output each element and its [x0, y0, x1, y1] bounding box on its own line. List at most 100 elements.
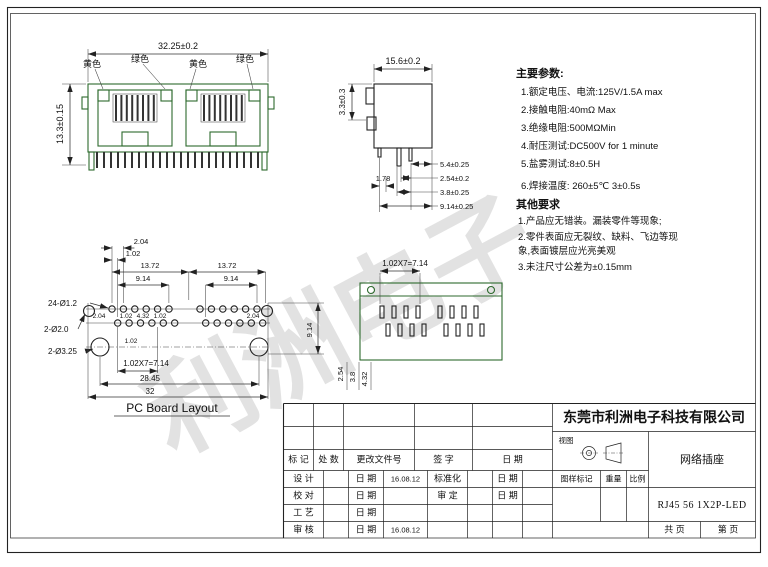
rev-header-doc: 更改文件号 — [356, 454, 401, 465]
pcb-top-dims: 2.04 1.02 13.72 13.72 9.14 9.14 — [101, 237, 266, 317]
label-approve: 审 定 — [437, 490, 458, 501]
dim-side-tab-text: 3.3±0.3 — [338, 88, 347, 115]
dim-54-text: 5.4±0.25 — [440, 160, 469, 169]
dim-102-text: 1.02 — [126, 249, 141, 258]
pin-holes — [108, 305, 267, 327]
contacts-port-1 — [112, 93, 158, 123]
projection-symbol-circle-icon — [580, 446, 598, 460]
other-2b: 象,表面镀层应光亮美观 — [518, 245, 616, 257]
dim-914-text: 9.14±0.25 — [440, 202, 473, 211]
latch-slot-1 — [121, 131, 149, 147]
led-label-yellow-2: 黄色 — [189, 58, 207, 69]
dim-side-pins: 1.78 5.4±0.25 2.54±0.2 3.8±0.25 9.14±0.2… — [371, 150, 473, 212]
dim-bottom-pitch: 1.02X7=7.14 — [379, 259, 428, 304]
pcb-layout: 2.04 1.02 13.72 13.72 9.14 9.14 24-Ø1.2 … — [44, 237, 372, 417]
label-weight: 重量 — [606, 474, 622, 484]
dim-178-text: 1.78 — [376, 174, 391, 183]
label-check: 校 对 — [293, 490, 314, 501]
dim-914l-text: 9.14 — [136, 274, 151, 283]
design-date: 16.08.12 — [391, 475, 420, 484]
rev-header-sign: 签 字 — [433, 454, 454, 465]
projection-symbol-cone-icon — [603, 442, 624, 464]
callout-325-holes: 2-Ø3.25 — [48, 347, 77, 356]
dim-204-text: 2.04 — [134, 237, 149, 246]
label-design: 设 计 — [293, 473, 314, 484]
note-4: 4.耐压测试:DC500V for 1 minute — [521, 140, 658, 152]
dim-914r-text: 9.14 — [224, 274, 239, 283]
label-date-1: 日 期 — [356, 474, 377, 484]
side-view: 15.6±0.2 3.3±0.3 1.78 5.4±0.25 — [338, 56, 473, 212]
notes-block: 主要参数: 1.额定电压、电流:125V/1.5A max 2.接触电阻:40m… — [516, 66, 678, 273]
small-432: 4.32 — [137, 313, 150, 320]
pcb-title: PC Board Layout — [126, 401, 218, 415]
label-standard: 标准化 — [434, 473, 461, 484]
dim-front-width-text: 32.25±0.2 — [158, 41, 198, 51]
audit-date: 16.08.12 — [391, 526, 420, 535]
pcb-callouts: 24-Ø1.2 2-Ø2.0 2-Ø3.25 — [44, 299, 109, 356]
pcb-bottom-dims: 1.02X7=7.14 28.45 32 — [87, 303, 269, 400]
label-date-5: 日 期 — [356, 508, 377, 518]
other-3: 3.未注尺寸公差为±0.15mm — [518, 261, 632, 273]
dim-side-tab: 3.3±0.3 — [338, 83, 372, 121]
company-name: 东莞市利洲电子科技有限公司 — [563, 409, 745, 425]
label-date-2: 日 期 — [497, 474, 518, 484]
notes-title: 主要参数: — [516, 66, 564, 80]
dim-254-text: 2.54±0.2 — [440, 174, 469, 183]
product-name: 网络插座 — [680, 452, 724, 466]
title-block: 东莞市利洲电子科技有限公司 网络插座 RJ45 56 1X2P-LED 视图 标… — [282, 402, 756, 538]
led-label-green-2: 绿色 — [236, 53, 254, 64]
view-label: 视图 — [559, 435, 574, 445]
bottom-pins-group-2 — [437, 305, 485, 337]
rev-header-qty: 处 数 — [318, 454, 339, 465]
dim-1372r-text: 13.72 — [218, 261, 237, 270]
post-hole-left — [90, 337, 110, 357]
shield-hole-right — [260, 304, 274, 318]
dim-32-text: 32 — [146, 387, 155, 396]
dim-2845-text: 28.45 — [140, 374, 161, 383]
dim-38-text: 3.8±0.25 — [440, 188, 469, 197]
dim-v432-text: 4.32 — [360, 372, 369, 387]
dim-1372l-text: 13.72 — [141, 261, 160, 270]
small-102b: 1.02 — [154, 313, 167, 320]
rev-header-mark: 标 记 — [288, 454, 309, 465]
dim-pitch-text: 1.02X7=7.14 — [123, 359, 169, 368]
callout-2-holes: 2-Ø2.0 — [44, 325, 69, 334]
led-label-green-1: 绿色 — [131, 53, 149, 64]
small-204a: 2.04 — [93, 313, 106, 320]
label-audit: 审 核 — [293, 524, 314, 535]
other-2a: 2.零件表面应无裂纹、缺料、飞边等现 — [518, 231, 678, 243]
dim-v254-text: 2.54 — [336, 367, 345, 382]
other-1: 1.产品应无错装。漏装零件等现象; — [518, 215, 662, 227]
latch-slot-2 — [209, 131, 237, 147]
label-date-6: 日 期 — [356, 525, 377, 535]
front-view: 32.25±0.2 13.3±0.15 黄色 绿色 黄色 绿色 — [55, 41, 275, 171]
label-date-3: 日 期 — [356, 491, 377, 501]
note-6: 6.焊接温度: 260±5℃ 3±0.5s — [521, 180, 641, 192]
notes-other-title: 其他要求 — [516, 197, 561, 211]
label-scale: 比例 — [630, 474, 646, 484]
dim-side-width-text: 15.6±0.2 — [386, 56, 421, 66]
note-5: 5.盐雾测试:8±0.5H — [521, 158, 600, 170]
label-stamp: 图样标记 — [561, 474, 593, 484]
note-1: 1.额定电压、电流:125V/1.5A max — [521, 86, 663, 98]
bottom-view: 1.02X7=7.14 — [359, 259, 503, 361]
dim-v38-text: 3.8 — [348, 372, 357, 382]
dim-front-height: 13.3±0.15 — [55, 83, 86, 166]
bottom-pins-group-1 — [379, 305, 427, 337]
label-craft: 工 艺 — [293, 508, 314, 518]
rev-header-date: 日 期 — [502, 455, 523, 465]
dim-side-width: 15.6±0.2 — [373, 56, 433, 82]
shield-hole-left — [82, 304, 96, 318]
led-label-yellow-1: 黄色 — [83, 58, 101, 69]
led-labels: 黄色 绿色 黄色 绿色 — [83, 53, 254, 90]
dim-front-height-text: 13.3±0.15 — [55, 104, 65, 144]
label-date-4: 日 期 — [497, 491, 518, 501]
led-windows — [97, 89, 261, 102]
part-number: RJ45 56 1X2P-LED — [657, 500, 746, 511]
contacts-port-2 — [200, 93, 246, 123]
small-204b: 2.04 — [247, 313, 260, 320]
front-pins — [96, 152, 259, 168]
small-102a: 1.02 — [120, 313, 133, 320]
